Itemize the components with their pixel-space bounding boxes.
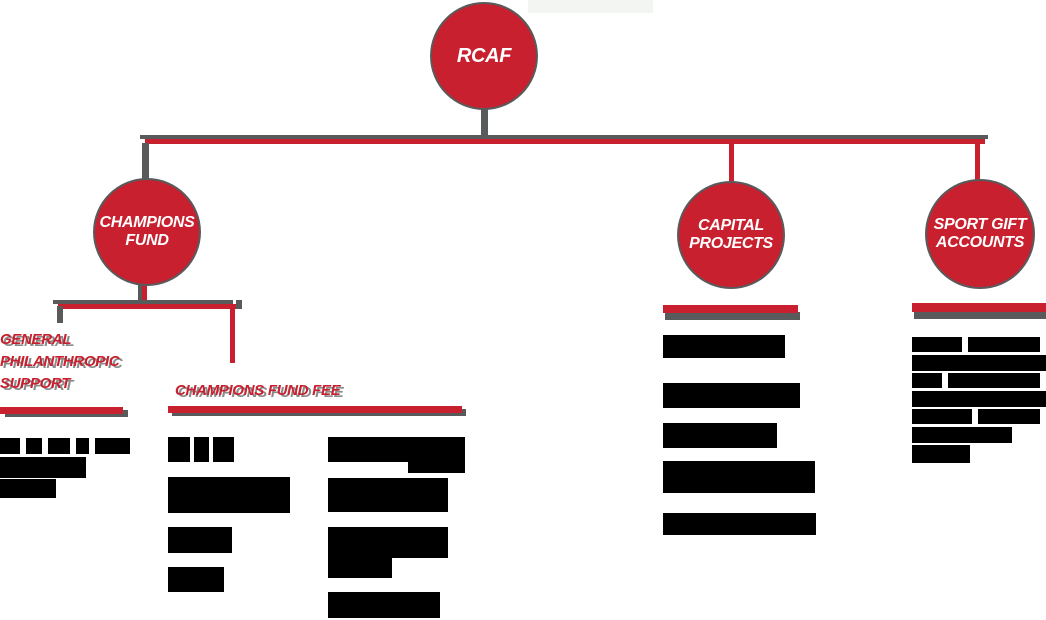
illegible-text-blob [912, 373, 942, 388]
divider-bar-capital-projects [663, 305, 798, 313]
illegible-text-blob [663, 383, 800, 408]
illegible-text-blob [912, 391, 1046, 407]
illegible-text-blob [168, 527, 232, 553]
illegible-text-blob [968, 337, 1040, 352]
illegible-text-blob [948, 373, 1040, 388]
illegible-text-blob [912, 337, 962, 352]
connector-fee-drop [230, 308, 235, 363]
illegible-text-blob [26, 438, 42, 454]
illegible-text-blob [663, 335, 785, 358]
illegible-text-blob [168, 437, 190, 462]
node-capital-projects: CAPITAL PROJECTS [679, 183, 783, 287]
connector-sport-drop [975, 143, 980, 185]
illegible-text-blob [328, 558, 392, 578]
connector-main-shadow [140, 135, 988, 139]
node-rcaf-label: RCAF [456, 44, 512, 67]
heading-champions-fund-fee: CHAMPIONS FUND FEE [175, 382, 341, 399]
illegible-text-blob [328, 478, 448, 512]
illegible-text-blob [95, 438, 130, 454]
connector-capital-drop [729, 143, 734, 188]
cropped-edge-artifact [528, 0, 653, 13]
connector-sub-horizontal [58, 304, 237, 309]
illegible-text-blob [912, 409, 972, 424]
heading-general-philanthropic-support: GENERAL PHILANTHROPIC SUPPORT [0, 331, 120, 392]
node-capital-projects-label: CAPITAL PROJECTS [689, 217, 773, 252]
illegible-text-blob [912, 355, 1046, 371]
illegible-text-blob [663, 513, 816, 535]
connector-main-horizontal [145, 139, 985, 144]
illegible-text-blob [0, 457, 86, 478]
illegible-text-blob [912, 427, 1012, 443]
divider-bar-champions-fee [168, 406, 462, 413]
illegible-text-blob [663, 461, 815, 493]
node-sport-gift-accounts-label: SPORT GIFT ACCOUNTS [933, 216, 1027, 251]
connector-champions-out [142, 277, 147, 306]
illegible-text-blob [76, 438, 89, 454]
connector-champions-out-shadow [138, 278, 142, 304]
illegible-text-blob [663, 423, 777, 448]
node-champions-fund-label: CHAMPIONS FUND [99, 214, 195, 249]
node-champions-fund: CHAMPIONS FUND [95, 180, 199, 284]
illegible-text-blob [168, 567, 224, 592]
node-sport-gift-accounts: SPORT GIFT ACCOUNTS [927, 181, 1033, 287]
illegible-text-blob [0, 438, 20, 454]
illegible-text-blob [168, 477, 290, 513]
illegible-text-blob [213, 437, 234, 462]
divider-bar-general-support [0, 407, 123, 414]
illegible-text-blob [408, 462, 465, 473]
divider-bar-sport-gift [912, 303, 1046, 312]
connector-sub-shadow [53, 300, 233, 304]
connector-sub-nub [236, 300, 242, 309]
illegible-text-blob [48, 438, 70, 454]
illegible-text-blob [912, 445, 970, 463]
connector-general-drop [57, 306, 63, 323]
illegible-text-blob [328, 592, 440, 618]
connector-champions-drop [142, 143, 149, 181]
illegible-text-blob [194, 437, 209, 462]
connector-rcaf-drop [481, 103, 488, 142]
illegible-text-blob [328, 527, 448, 558]
illegible-text-blob [978, 409, 1040, 424]
illegible-text-blob [0, 479, 56, 498]
node-rcaf: RCAF [432, 4, 536, 108]
illegible-text-blob [328, 437, 465, 462]
